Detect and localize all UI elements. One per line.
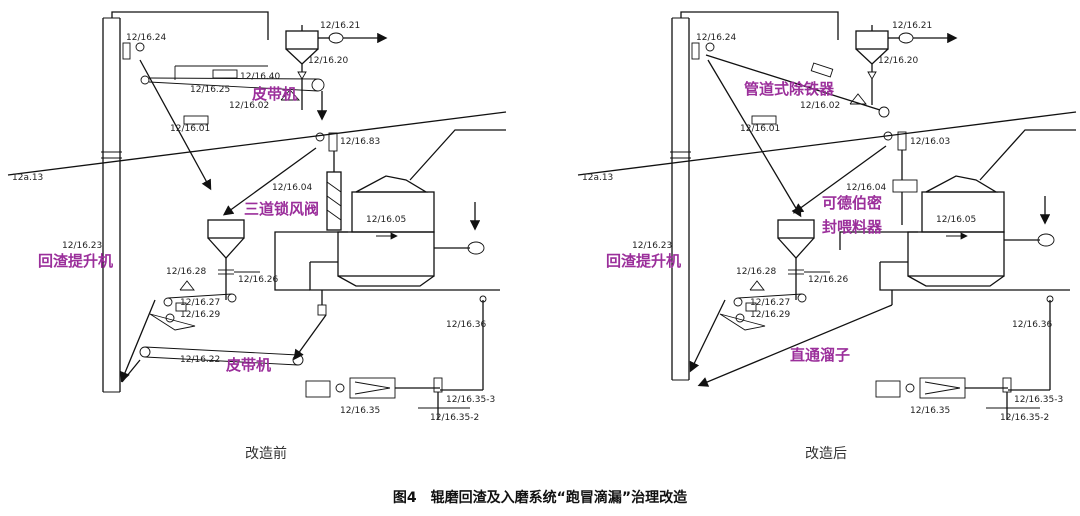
tag-label: 12/16.23 [632, 241, 672, 251]
tag-label: 12/16.35-3 [446, 395, 495, 405]
tag-label: 12/16.26 [238, 275, 279, 285]
tag-label: 12/16.40 [240, 72, 281, 82]
fan-icon [328, 32, 344, 44]
tag-label: 12/16.36 [1012, 320, 1053, 330]
tags-after: 12/16.21 12/16.24 12/16.20 12/16.02 12/1… [582, 21, 1063, 423]
direct-chute [697, 304, 893, 387]
tag-label: 12/16.35-2 [1000, 413, 1049, 423]
tag-label: 12/16.04 [272, 183, 313, 193]
tag-label: 12a.13 [582, 173, 613, 183]
hot-air-furnace-after [875, 377, 1040, 420]
tag-label: 12/16.05 [936, 215, 976, 225]
dust-collector [285, 25, 388, 80]
tag-label: 12/16.20 [308, 56, 349, 66]
diagram-before [7, 11, 507, 420]
valve-icon [122, 42, 131, 60]
tag-label: 12/16.23 [62, 241, 102, 251]
tag-label: 12/16.03 [910, 137, 950, 147]
gas-duct [7, 111, 507, 176]
tag-label: 12/16.35 [910, 406, 950, 416]
tag-label: 12/16.28 [166, 267, 207, 277]
tag-label: 12/16.05 [366, 215, 406, 225]
tag-label: 12/16.22 [180, 355, 220, 365]
annotation-belt-top: 皮带机 [252, 85, 297, 103]
tag-label: 12/16.24 [696, 33, 737, 43]
vertical-roller-mill [337, 129, 506, 287]
tag-label: 12/16.21 [320, 21, 360, 31]
tags-before: 12/16.21 12/16.24 12/16.20 12/16.40 12/1… [12, 21, 495, 423]
tag-label: 12/16.35-3 [1014, 395, 1063, 405]
tag-label: 12/16.04 [846, 183, 887, 193]
subtitle-before: 改造前 [245, 445, 287, 462]
annotation-belt-bottom: 皮带机 [226, 356, 271, 374]
tag-label: 12/16.02 [229, 101, 269, 111]
dust-collector-after [855, 25, 958, 80]
tag-label: 12/16.01 [740, 124, 780, 134]
bucket-elevator [101, 17, 122, 393]
triple-airlock-valve [315, 132, 342, 231]
tag-label: 12/16.83 [340, 137, 380, 147]
tag-label: 12/16.35-2 [430, 413, 479, 423]
hot-air-furnace [305, 377, 470, 420]
tag-label: 12/16.29 [180, 310, 221, 320]
vertical-roller-mill-after [907, 129, 1076, 287]
belt-conveyor-top [140, 65, 325, 101]
annotation-airlock: 三道锁风阀 [244, 200, 319, 218]
annotation-elevator: 回渣提升机 [38, 252, 113, 270]
tag-label: 12/16.25 [190, 85, 230, 95]
annotation-feeder-1: 可德伯密 [822, 194, 882, 212]
annotation-elevator-after: 回渣提升机 [606, 252, 681, 270]
bucket-elevator-after [670, 17, 691, 381]
actuator-icon [135, 42, 145, 52]
tag-label: 12/16.27 [180, 298, 220, 308]
diagram-after [577, 11, 1077, 420]
figure-caption: 图4 辊磨回渣及入磨系统“跑冒滴漏”治理改造 [393, 489, 687, 506]
surge-hopper [207, 219, 260, 300]
annotation-feeder-2: 封喂料器 [822, 218, 883, 236]
annotation-iron-remover: 管道式除铁器 [744, 80, 835, 98]
tag-label: 12/16.26 [808, 275, 849, 285]
rotary-sealed-feeder [883, 131, 918, 225]
tag-label: 12/16.20 [878, 56, 919, 66]
tag-label: 12/16.35 [340, 406, 380, 416]
tag-label: 12/16.36 [446, 320, 487, 330]
tag-label: 12/16.21 [892, 21, 932, 31]
tag-label: 12/16.01 [170, 124, 210, 134]
tag-label: 12/16.29 [750, 310, 791, 320]
subtitle-after: 改造后 [805, 446, 847, 462]
tag-label: 12/16.28 [736, 267, 777, 277]
tag-label: 12/16.02 [800, 101, 840, 111]
belt-conveyor-bottom [121, 346, 304, 383]
surge-hopper-after [777, 219, 830, 300]
annotation-chute: 直通溜子 [790, 346, 850, 364]
tag-label: 12a.13 [12, 173, 43, 183]
pipe-iron-remover [705, 54, 890, 118]
tag-label: 12/16.24 [126, 33, 167, 43]
tag-label: 12/16.27 [750, 298, 790, 308]
